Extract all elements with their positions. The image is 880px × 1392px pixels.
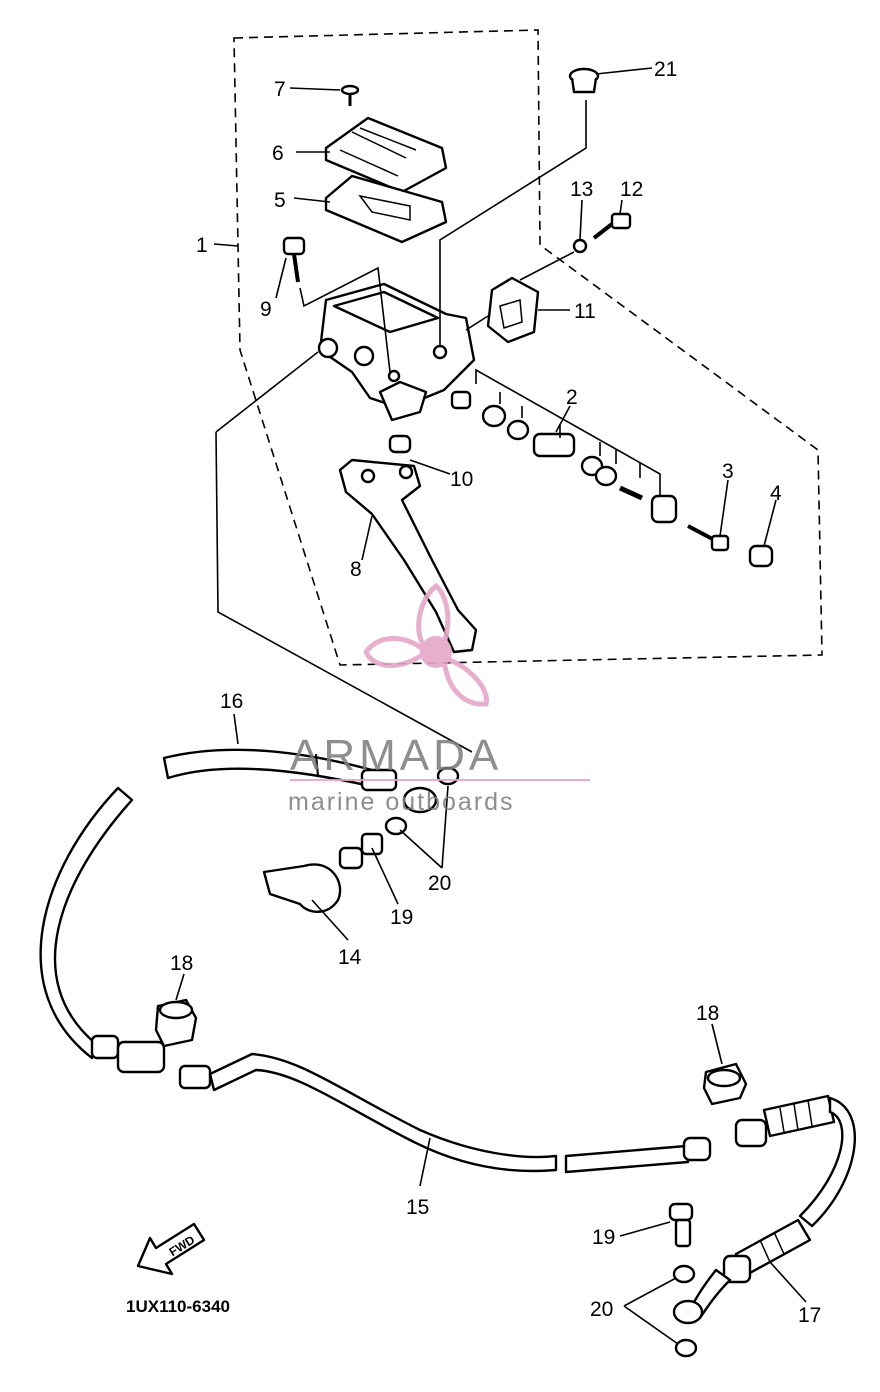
label-part-17: 17 — [798, 1304, 821, 1327]
leader-bracket — [519, 251, 575, 281]
mount-bolt — [282, 236, 306, 283]
switch-bracket — [486, 276, 540, 344]
reservoir-diaphragm — [324, 174, 448, 244]
label-part-9: 9 — [260, 298, 272, 321]
label-part-2: 2 — [566, 386, 578, 409]
label-part-19b: 19 — [592, 1226, 615, 1249]
watermark-tagline: marine outboards — [288, 788, 515, 816]
reservoir-bleed-cap — [568, 67, 600, 94]
label-part-21: 21 — [654, 58, 677, 81]
label-part-10: 10 — [450, 468, 473, 491]
crush-washer — [674, 1338, 698, 1358]
label-part-16: 16 — [220, 690, 243, 713]
fwd-arrow-icon: FWD — [136, 1222, 206, 1276]
leader-piston-kit — [475, 368, 661, 496]
crush-washer — [672, 1264, 696, 1284]
label-part-5: 5 — [274, 189, 286, 212]
label-part-18a: 18 — [170, 952, 193, 975]
watermark: ARMADA marine outboards — [288, 582, 590, 816]
caliper-union-bolt — [668, 1202, 694, 1248]
grommet-right — [702, 1062, 748, 1106]
label-part-6: 6 — [272, 142, 284, 165]
leader-reservoir — [439, 100, 587, 346]
push-rod — [687, 524, 730, 552]
caliper-hose — [672, 1218, 812, 1325]
bracket-washer — [572, 238, 588, 254]
grommet-left — [154, 998, 198, 1048]
bracket-screw — [592, 212, 632, 240]
leader-explode-b — [215, 431, 473, 753]
piston-kit — [450, 390, 678, 524]
label-part-14: 14 — [338, 946, 362, 969]
leader-screw-9 — [299, 266, 391, 373]
brake-pipe — [178, 1052, 558, 1173]
assembly-outline — [233, 29, 823, 666]
label-part-20b: 20 — [590, 1298, 613, 1321]
label-part-20a: 20 — [428, 872, 451, 895]
lever-pivot-nut — [388, 434, 412, 454]
label-part-19a: 19 — [390, 906, 413, 929]
label-part-18b: 18 — [696, 1002, 719, 1025]
dust-boot — [748, 544, 774, 568]
banjo-cover — [262, 863, 342, 913]
reservoir-cover — [324, 116, 448, 194]
label-part-4: 4 — [770, 482, 782, 505]
part-leaders — [175, 67, 807, 1345]
long-hose-loop — [39, 786, 134, 1060]
label-part-13: 13 — [570, 178, 593, 201]
label-part-7: 7 — [274, 78, 286, 101]
crush-washer — [384, 816, 408, 836]
label-part-15: 15 — [406, 1196, 429, 1219]
watermark-brand: ARMADA — [290, 731, 502, 780]
propeller-icon — [363, 582, 489, 707]
label-part-11: 11 — [574, 300, 596, 323]
label-part-1: 1 — [196, 234, 208, 257]
cap-screw — [340, 84, 360, 106]
label-part-3: 3 — [722, 460, 734, 483]
hose-lower-right — [564, 1094, 857, 1228]
label-part-8: 8 — [350, 558, 362, 581]
leader-bracket-b — [465, 315, 489, 331]
brake-lever — [338, 458, 478, 654]
hose-fitting-left — [90, 1034, 166, 1074]
label-part-12: 12 — [620, 178, 643, 201]
master-cylinder-body — [317, 282, 476, 422]
leader-explode-a — [215, 351, 319, 433]
diagram-code: 1UX110-6340 — [126, 1297, 230, 1316]
union-bolt — [338, 832, 384, 870]
